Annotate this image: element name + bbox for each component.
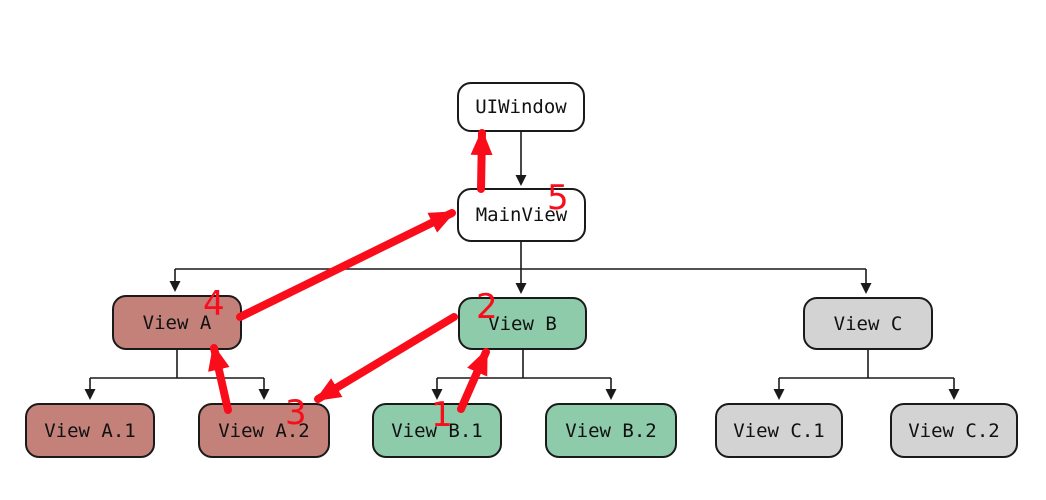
step-number-5: 5 — [547, 178, 569, 218]
node-view-a1: View A.1 — [25, 403, 155, 458]
node-view-b: View B — [458, 297, 587, 350]
node-view-a-label: View A — [142, 311, 212, 334]
step-number-4: 4 — [203, 284, 225, 324]
node-view-b2: View B.2 — [545, 403, 677, 458]
red-arrow-viewa-to-mainview — [236, 209, 456, 321]
red-arrow-viewb1-to-viewb — [457, 348, 490, 413]
node-view-c2: View C.2 — [890, 403, 1018, 458]
step-number-1: 1 — [431, 395, 453, 435]
node-view-c1: View C.1 — [715, 403, 843, 458]
node-mainview: MainView — [457, 188, 586, 242]
red-arrow-viewb-to-viewa2 — [314, 313, 458, 403]
node-view-b2-label: View B.2 — [565, 419, 657, 442]
node-view-b1-label: View B.1 — [391, 419, 483, 442]
node-uiwindow: UIWindow — [457, 82, 585, 132]
node-view-c: View C — [803, 297, 933, 350]
node-view-a2: View A.2 — [198, 403, 330, 458]
red-arrow-mainview-to-uiwindow — [470, 129, 493, 193]
node-uiwindow-label: UIWindow — [475, 96, 567, 118]
node-view-a2-label: View A.2 — [218, 419, 310, 442]
node-view-c1-label: View C.1 — [733, 419, 825, 442]
node-view-a1-label: View A.1 — [44, 419, 136, 442]
node-view-c-label: View C — [833, 312, 903, 335]
node-view-c2-label: View C.2 — [908, 419, 1000, 442]
step-number-2: 2 — [476, 287, 498, 327]
node-mainview-label: MainView — [475, 204, 568, 226]
node-view-b-label: View B — [488, 312, 557, 335]
node-view-a: View A — [112, 295, 242, 350]
red-arrow-viewa2-to-viewa — [208, 344, 232, 414]
step-number-3: 3 — [285, 393, 307, 433]
